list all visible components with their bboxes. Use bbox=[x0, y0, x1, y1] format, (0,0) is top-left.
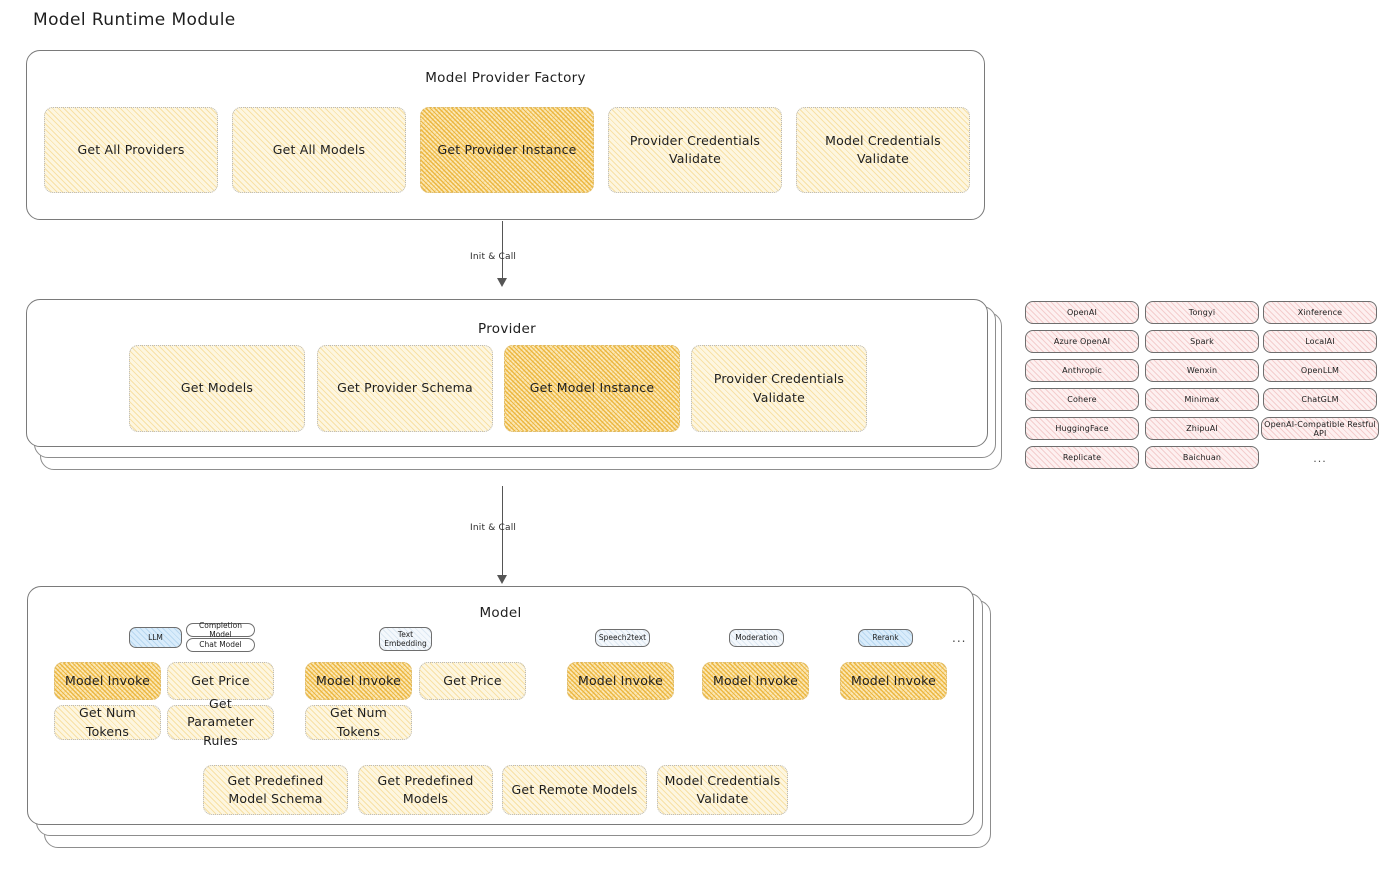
model-method-embedding-get-price[interactable]: Get Price bbox=[419, 662, 526, 700]
provider-title: Provider bbox=[478, 321, 536, 337]
provider-chip-spark[interactable]: Spark bbox=[1145, 330, 1259, 353]
factory-item-provider-credentials-validate[interactable]: Provider Credentials Validate bbox=[608, 107, 782, 193]
provider-chip-replicate[interactable]: Replicate bbox=[1025, 446, 1139, 469]
provider-chip-openai-compatible-restful-api[interactable]: OpenAI-Compatible Restful API bbox=[1261, 417, 1379, 440]
model-method-rerank-model-invoke[interactable]: Model Invoke bbox=[840, 662, 947, 700]
model-sub-badge-chat-model[interactable]: Chat Model bbox=[186, 638, 255, 652]
provider-chip-localai[interactable]: LocalAI bbox=[1263, 330, 1377, 353]
provider-chip-cohere[interactable]: Cohere bbox=[1025, 388, 1139, 411]
model-method-embedding-model-invoke[interactable]: Model Invoke bbox=[305, 662, 412, 700]
provider-chip-azure-openai[interactable]: Azure OpenAI bbox=[1025, 330, 1139, 353]
model-shared-get-predefined-models[interactable]: Get Predefined Models bbox=[358, 765, 493, 815]
provider-chip-baichuan[interactable]: Baichuan bbox=[1145, 446, 1259, 469]
model-method-embedding-get-num-tokens[interactable]: Get Num Tokens bbox=[305, 705, 412, 740]
model-method-llm-get-price[interactable]: Get Price bbox=[167, 662, 274, 700]
model-badge-rerank[interactable]: Rerank bbox=[858, 629, 913, 647]
provider-chip-anthropic[interactable]: Anthropic bbox=[1025, 359, 1139, 382]
provider-item-provider-credentials-validate[interactable]: Provider Credentials Validate bbox=[691, 345, 867, 432]
model-method-llm-get-num-tokens[interactable]: Get Num Tokens bbox=[54, 705, 161, 740]
arrow-label-init-call-1: Init & Call bbox=[470, 252, 517, 262]
provider-item-get-models[interactable]: Get Models bbox=[129, 345, 305, 432]
model-badge-llm[interactable]: LLM bbox=[129, 627, 182, 648]
model-shared-model-credentials-validate[interactable]: Model Credentials Validate bbox=[657, 765, 788, 815]
factory-item-get-all-providers[interactable]: Get All Providers bbox=[44, 107, 218, 193]
factory-item-model-credentials-validate[interactable]: Model Credentials Validate bbox=[796, 107, 970, 193]
page-title: Model Runtime Module bbox=[33, 10, 236, 30]
provider-item-get-model-instance[interactable]: Get Model Instance bbox=[504, 345, 680, 432]
model-method-llm-get-parameter-rules[interactable]: Get Parameter Rules bbox=[167, 696, 274, 748]
provider-chip-wenxin[interactable]: Wenxin bbox=[1145, 359, 1259, 382]
provider-chip-tongyi[interactable]: Tongyi bbox=[1145, 301, 1259, 324]
model-badge-text-embedding[interactable]: Text Embedding bbox=[379, 627, 432, 651]
factory-item-get-provider-instance[interactable]: Get Provider Instance bbox=[420, 107, 594, 193]
model-shared-get-remote-models[interactable]: Get Remote Models bbox=[502, 765, 647, 815]
provider-list-more: ... bbox=[1313, 452, 1327, 465]
model-provider-factory-title: Model Provider Factory bbox=[425, 70, 586, 86]
provider-chip-openai[interactable]: OpenAI bbox=[1025, 301, 1139, 324]
model-sub-badge-completion-model[interactable]: Completion Model bbox=[186, 621, 255, 639]
model-method-speech2text-model-invoke[interactable]: Model Invoke bbox=[567, 662, 674, 700]
provider-chip-openllm[interactable]: OpenLLM bbox=[1263, 359, 1377, 382]
provider-item-get-provider-schema[interactable]: Get Provider Schema bbox=[317, 345, 493, 432]
model-badge-speech2text[interactable]: Speech2text bbox=[595, 629, 650, 647]
provider-chip-xinference[interactable]: Xinference bbox=[1263, 301, 1377, 324]
model-method-moderation-model-invoke[interactable]: Model Invoke bbox=[702, 662, 809, 700]
model-method-llm-model-invoke[interactable]: Model Invoke bbox=[54, 662, 161, 700]
model-panel bbox=[27, 586, 974, 825]
model-badge-moderation[interactable]: Moderation bbox=[729, 629, 784, 647]
provider-chip-huggingface[interactable]: HuggingFace bbox=[1025, 417, 1139, 440]
model-groups-more: ... bbox=[952, 631, 967, 645]
provider-chip-zhipuai[interactable]: ZhipuAI bbox=[1145, 417, 1259, 440]
provider-chip-minimax[interactable]: Minimax bbox=[1145, 388, 1259, 411]
provider-chip-chatglm[interactable]: ChatGLM bbox=[1263, 388, 1377, 411]
arrow-label-init-call-2: Init & Call bbox=[470, 523, 517, 533]
factory-item-get-all-models[interactable]: Get All Models bbox=[232, 107, 406, 193]
model-title: Model bbox=[479, 605, 522, 621]
model-shared-get-predefined-model-schema[interactable]: Get Predefined Model Schema bbox=[203, 765, 348, 815]
